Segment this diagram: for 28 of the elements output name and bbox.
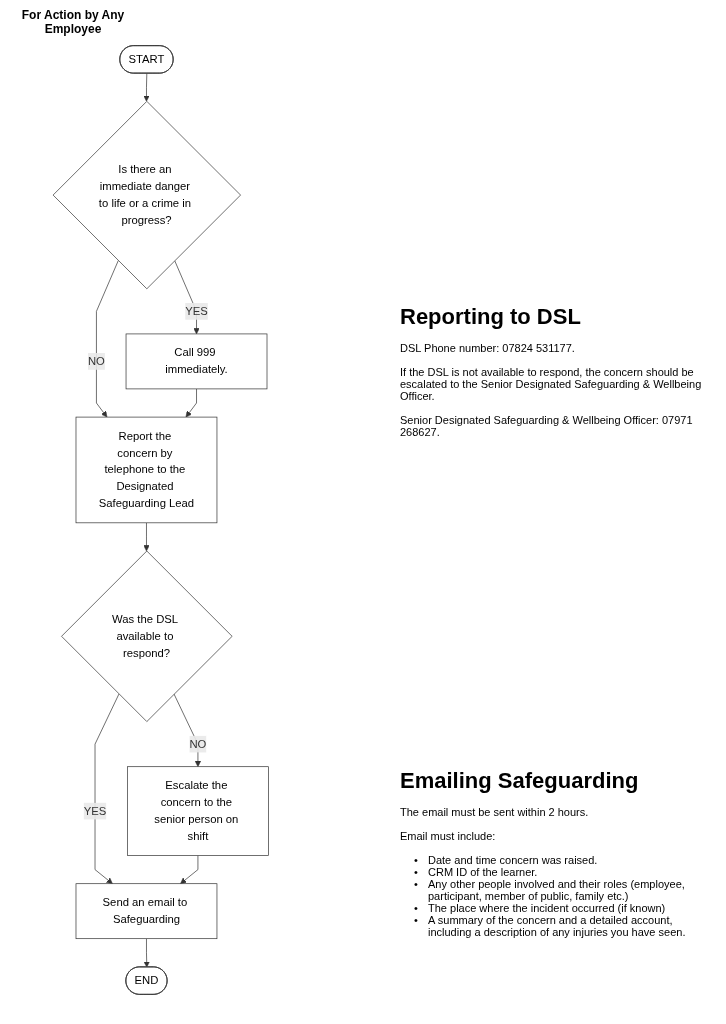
bullet: •	[414, 878, 419, 892]
section-heading: Emailing Safeguarding	[400, 768, 640, 794]
node-box: Call 999 immediately.	[125, 333, 268, 390]
heading: For Action by Any Employee	[20, 8, 126, 36]
list-item: A summary of the concern and a detailed account, including a description of any injuries you have seen.	[428, 914, 687, 938]
section-heading: Reporting to DSL	[400, 304, 582, 330]
edge-label: NO	[87, 355, 105, 368]
bullet: •	[414, 866, 419, 878]
node-box: Report the concern by telephone to the Designated Safeguarding Lead	[75, 416, 218, 524]
paragraph: Senior Designated Safeguarding & Wellbeing Officer: 07971 268627.	[400, 414, 694, 438]
node-diamond: Was the DSL available to respond?	[61, 550, 233, 722]
bullet: •	[414, 854, 419, 866]
list-item: The place where the incident occurred (if known)	[428, 902, 666, 914]
node-box: Escalate the concern to the senior person on shift	[127, 766, 269, 856]
paragraph: Email must include:	[400, 830, 497, 842]
edge-label: YES	[83, 804, 107, 817]
paragraph: If the DSL is not available to respond, the concern should be escalated to the Senior Designated Safeguarding & Wellbeing Officer.	[400, 366, 703, 402]
list-item: Any other people involved and their roles (employee, participant, member of public, family etc.)	[428, 878, 686, 902]
list-item: Date and time concern was raised.	[428, 854, 598, 866]
bullet: •	[414, 914, 419, 928]
paragraph: DSL Phone number: 07824 531177.	[400, 342, 576, 354]
node-box: Send an email to Safeguarding	[75, 883, 218, 940]
node-diamond: Is there an immediate danger to life or a crime in progress?	[52, 100, 241, 290]
edge-label: NO	[189, 737, 207, 750]
edge-label: YES	[185, 305, 208, 317]
paragraph: The email must be sent within 2 hours.	[400, 806, 590, 818]
list-item: CRM ID of the learner.	[428, 866, 538, 878]
bullet: •	[414, 902, 419, 914]
